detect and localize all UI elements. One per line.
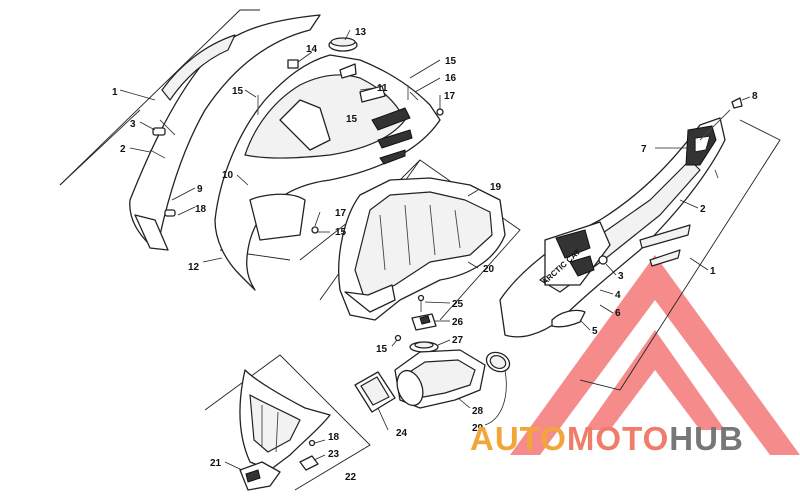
front-nose-group (202, 29, 444, 291)
callout-27: 27 (452, 335, 464, 346)
callout-2: 2 (700, 204, 706, 215)
watermark-moto: MOTO (566, 420, 670, 457)
callout-11: 11 (377, 83, 388, 94)
callout-10: 10 (222, 170, 234, 181)
clip-9 (164, 209, 176, 217)
bracket-14 (287, 59, 299, 69)
callout-24: 24 (396, 428, 408, 439)
callout-20: 20 (483, 264, 495, 275)
callout-12: 12 (188, 262, 200, 273)
callout-18: 18 (195, 204, 207, 215)
rivet-3 (598, 255, 608, 265)
lower-duct-group (354, 349, 511, 431)
callout-19: 19 (490, 182, 502, 193)
callout-7: 7 (641, 144, 647, 155)
callout-26: 26 (452, 317, 464, 328)
watermark-auto: AUTO (470, 420, 567, 457)
callout-14: 14 (306, 44, 318, 55)
screw-8 (731, 97, 743, 109)
callout-15: 15 (445, 56, 457, 67)
decal-3 (152, 127, 166, 136)
callout-25: 25 (452, 299, 464, 310)
callout-3: 3 (618, 271, 624, 282)
callout-29: 29 (472, 423, 484, 434)
callout-23: 23 (328, 449, 340, 460)
watermark-text: AUTOMOTOHUB (470, 420, 744, 458)
hardware-group (391, 294, 451, 353)
callout-18: 18 (328, 432, 340, 443)
callout-9: 9 (197, 184, 203, 195)
callout-1: 1 (710, 266, 716, 277)
callout-15: 15 (232, 86, 244, 97)
callout-16: 16 (445, 73, 457, 84)
watermark-logo (510, 255, 800, 455)
callout-22: 22 (345, 472, 357, 483)
lower-front-group (204, 354, 371, 491)
callout-4: 4 (615, 290, 621, 301)
right-side-panel-group: ARCTIC CAT (499, 96, 781, 391)
airbox-group (319, 159, 521, 321)
callout-3: 3 (130, 119, 136, 130)
callout-15: 15 (346, 114, 358, 125)
callout-17: 17 (335, 208, 347, 219)
callout-2: 2 (120, 144, 126, 155)
callout-17: 17 (444, 91, 456, 102)
callout-1: 1 (112, 87, 118, 98)
callout-8: 8 (752, 91, 758, 102)
callout-28: 28 (472, 406, 484, 417)
callout-6: 6 (615, 308, 621, 319)
callout-5: 5 (592, 326, 598, 337)
watermark-hub: HUB (669, 420, 744, 457)
callout-15: 15 (376, 344, 388, 355)
callout-21: 21 (210, 458, 222, 469)
callout-13: 13 (355, 27, 367, 38)
left-side-panel-group (59, 9, 321, 251)
callout-15: 15 (335, 227, 347, 238)
callout-labels: 1 3 2 9 18 10 12 14 13 15 15 16 11 17 15… (112, 27, 758, 483)
decal-5 (551, 309, 586, 328)
